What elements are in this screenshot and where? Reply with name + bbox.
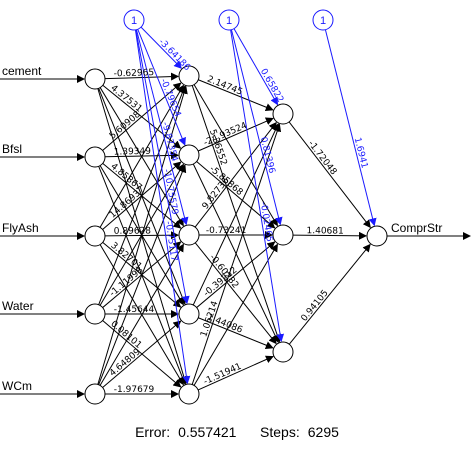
- bias-weight-label: -9.87354: [159, 121, 179, 163]
- edge-h1-4-h2-2: [196, 241, 276, 308]
- input-node-4: [84, 303, 106, 325]
- input-label-3: FlyAsh: [2, 221, 39, 235]
- weight-label: 1.39349: [114, 147, 152, 158]
- error-value: 0.557421: [178, 424, 237, 440]
- edge-bias3-out: [324, 29, 377, 227]
- steps-label: Steps:: [260, 424, 300, 440]
- weight-label: 1.40681: [306, 226, 343, 236]
- bias-weight-label: -0.75117: [163, 221, 179, 262]
- edge-bias2-h2-3: [230, 29, 285, 343]
- weight-label: -1.45644: [114, 305, 155, 315]
- weight-label: -0.62965: [114, 68, 155, 79]
- edge-h1-5-h2-3: [197, 355, 274, 391]
- edge-in2-h1-1: [102, 82, 182, 151]
- edge-bias2-h2-1: [233, 28, 279, 106]
- bias-weight-label: -0.02465: [258, 201, 274, 243]
- edge-in5-h1-4: [102, 320, 182, 388]
- edge-bias1-h1-5: [134, 29, 191, 385]
- bias-node-label: 1: [131, 15, 137, 27]
- edge-h2-3-out: [288, 243, 371, 345]
- edge-bias2-h2-2: [230, 29, 283, 226]
- weight-label: -1.97679: [114, 385, 155, 395]
- edge-h1-1-h2-2: [193, 84, 278, 227]
- hidden1-node-1: [178, 65, 200, 87]
- bias-weight-label: 0.65822: [258, 67, 285, 104]
- hidden2-node-3: [272, 341, 294, 363]
- edge-h1-3-h2-3: [194, 242, 277, 345]
- bias-weight-label: -3.64186: [156, 37, 192, 73]
- hidden1-node-4: [178, 303, 200, 325]
- input-label-1: cement: [2, 64, 42, 78]
- edge-bias1-h1-2: [137, 29, 186, 146]
- edge-in1-h1-1: [104, 72, 180, 81]
- edge-h1-5-h2-1: [191, 123, 282, 385]
- edge-h1-2-h2-2: [196, 161, 276, 229]
- training-summary: Error: 0.557421 Steps: 6295: [0, 424, 474, 440]
- edge-h1-2-h2-1: [197, 117, 274, 152]
- bias-node-1: [123, 9, 145, 31]
- hidden2-node-1: [272, 103, 294, 125]
- output-node: [366, 225, 388, 247]
- edge-in4-h1-1: [98, 85, 187, 305]
- steps-value: 6295: [307, 424, 339, 440]
- bias-node-3: [312, 9, 334, 31]
- output-label: ComprStr: [391, 221, 442, 235]
- edge-bias1-h1-3: [135, 29, 189, 226]
- edge-h1-4-h2-1: [192, 123, 279, 306]
- edge-h1-3-h2-1: [194, 121, 277, 228]
- hidden2-node-2: [272, 224, 294, 246]
- weight-label: -0.73241: [206, 226, 246, 236]
- edge-h1-4-h2-3: [198, 317, 274, 349]
- edge-h2-2-out: [292, 231, 368, 240]
- input-node-3: [84, 225, 106, 247]
- input-node-5: [84, 383, 106, 405]
- edge-in5-h1-3: [99, 243, 184, 386]
- edge-in5-h1-2: [98, 164, 187, 385]
- bias-node-label: 1: [226, 15, 232, 27]
- error-label: Error:: [135, 424, 171, 440]
- connection-edges: [0, 26, 471, 398]
- weight-label: -1.72048: [306, 139, 339, 177]
- bias-node-2: [218, 9, 240, 31]
- edge-bias1-h1-1: [140, 26, 182, 69]
- weight-label: 0.94105: [300, 288, 331, 323]
- input-label-2: Bfsl: [2, 142, 22, 156]
- edge-in5-h1-1: [97, 85, 188, 385]
- hidden1-node-5: [178, 383, 200, 405]
- edge-h2-1-out: [288, 121, 371, 229]
- edge-in3-h1-1: [99, 84, 184, 228]
- hidden1-node-2: [178, 144, 200, 166]
- edge-bias1-h1-4: [135, 29, 190, 305]
- weight-label: 9.82736: [201, 176, 232, 212]
- bias-weight-label: 1.6941: [352, 137, 369, 170]
- input-label-4: Water: [2, 299, 34, 313]
- weight-label: 14.86937: [108, 185, 147, 221]
- bias-weight-label: -0.79654: [158, 77, 183, 119]
- edge-h1-1-h2-1: [198, 79, 274, 111]
- weight-label: -1.51941: [202, 362, 243, 388]
- hidden1-node-3: [178, 224, 200, 246]
- input-node-1: [84, 68, 106, 90]
- bias-node-label: 1: [320, 15, 326, 27]
- edge-h1-2-h2-3: [192, 163, 279, 343]
- weight-label: 0.89628: [114, 226, 152, 236]
- input-label-5: WCm: [2, 379, 32, 393]
- input-node-2: [84, 146, 106, 168]
- edge-h1-5-h2-2: [193, 243, 278, 386]
